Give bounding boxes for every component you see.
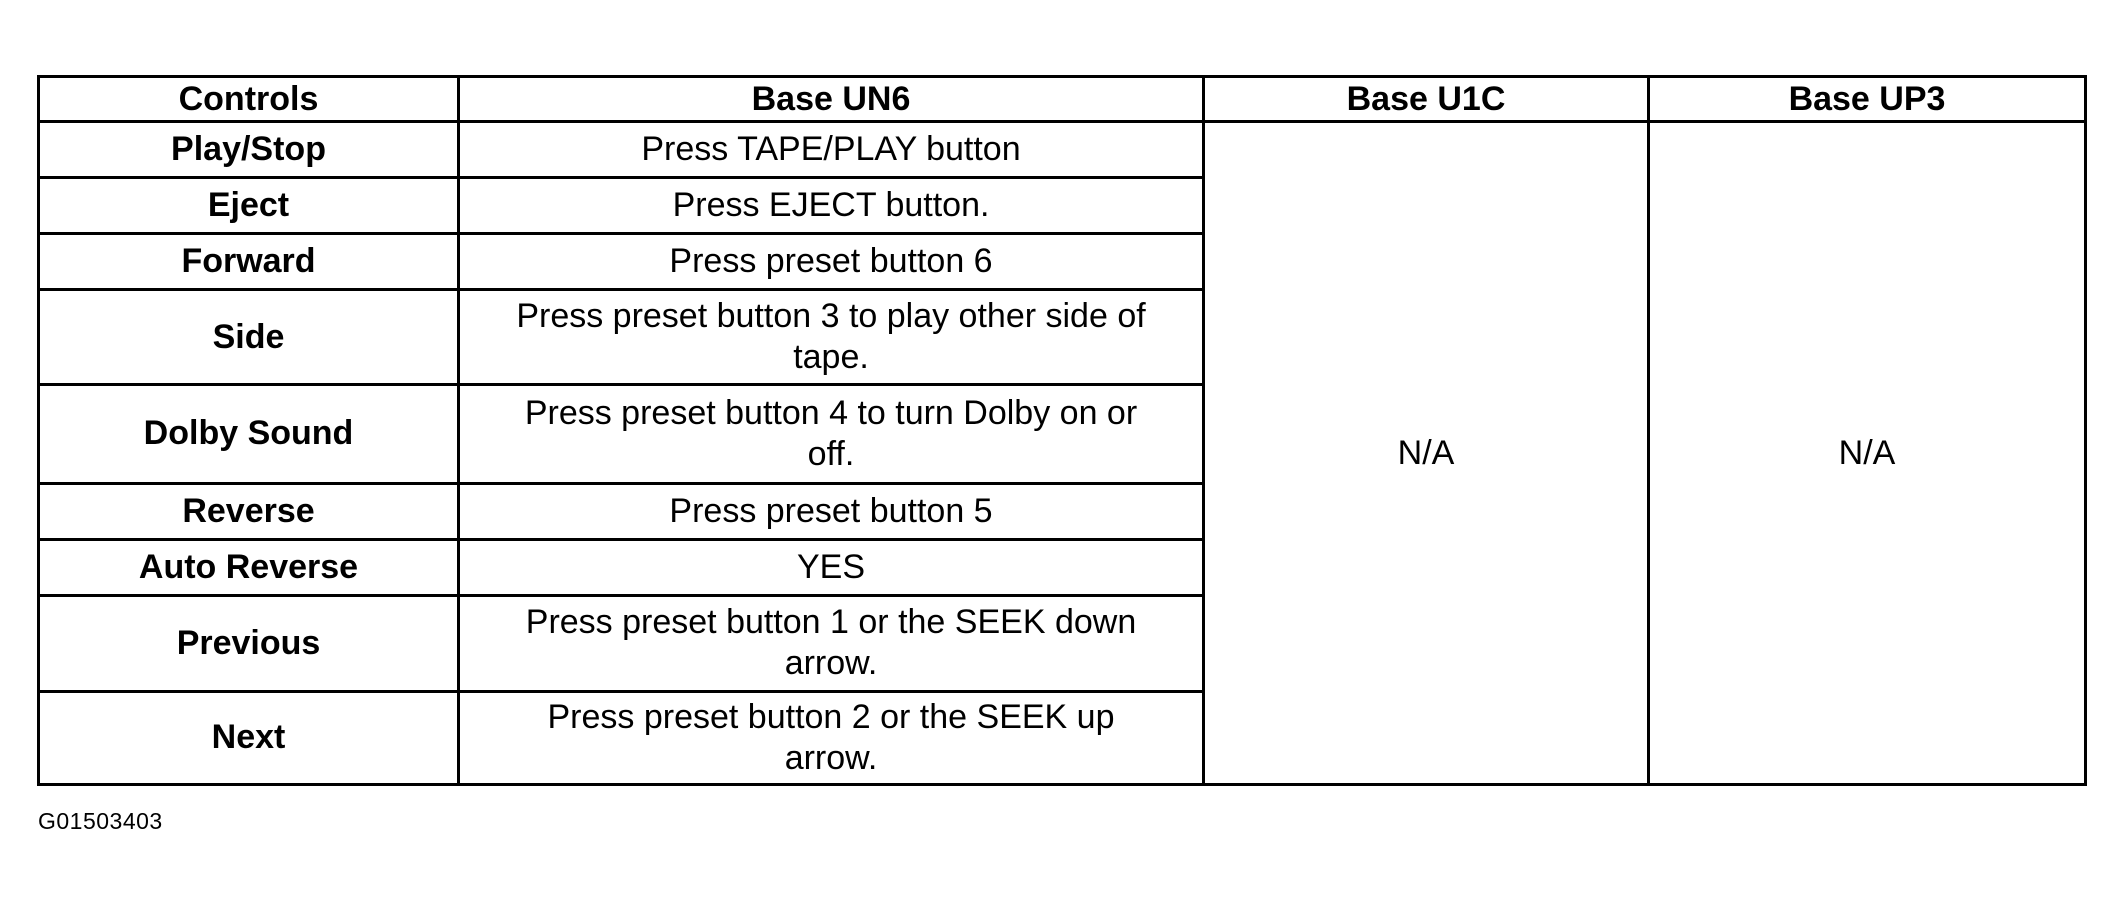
un6-action-text: Press preset button 5 xyxy=(669,491,993,530)
un6-action: Press EJECT button. xyxy=(457,176,1205,236)
un6-action: Press preset button 3 to play other side… xyxy=(457,288,1205,387)
table-row: Auto Reverse YES xyxy=(37,537,2086,597)
control-name: Reverse xyxy=(37,481,460,541)
control-name: Next xyxy=(37,689,460,787)
un6-action: Press preset button 5 xyxy=(457,481,1205,541)
un6-action: Press preset button 4 to turn Dolby on o… xyxy=(457,383,1205,485)
table-row: Dolby Sound Press preset button 4 to tur… xyxy=(37,383,2086,485)
table-row: Reverse Press preset button 5 xyxy=(37,481,2086,541)
un6-action-text: Press TAPE/PLAY button xyxy=(641,130,1021,169)
table-row: Forward Press preset button 6 xyxy=(37,232,2086,292)
radio-controls-table: Controls Base UN6 Base U1C Base UP3 Play… xyxy=(37,75,2087,787)
figure-id: G01503403 xyxy=(38,808,163,834)
un6-action-text: Press preset button 6 xyxy=(669,242,993,281)
control-name: Side xyxy=(37,288,460,387)
control-name: Forward xyxy=(37,232,460,292)
un6-action-text: Press preset button 2 or the SEEK up arr… xyxy=(547,697,1115,777)
header-controls: Controls xyxy=(37,75,460,123)
un6-action: Press TAPE/PLAY button xyxy=(457,119,1205,180)
control-name: Play/Stop xyxy=(37,119,460,180)
table-row: Next Press preset button 2 or the SEEK u… xyxy=(37,689,2086,787)
un6-action: YES xyxy=(457,537,1205,597)
u1c-value: N/A xyxy=(1202,120,1650,786)
un6-action: Press preset button 1 or the SEEK down a… xyxy=(457,593,1205,693)
table-row: Eject Press EJECT button. xyxy=(37,176,2086,236)
control-name: Auto Reverse xyxy=(37,537,460,597)
control-name: Dolby Sound xyxy=(37,383,460,485)
table-header-row: Controls Base UN6 Base U1C Base UP3 xyxy=(37,75,2087,123)
control-name: Previous xyxy=(37,593,460,693)
un6-action-text: YES xyxy=(796,547,866,586)
header-base-up3: Base UP3 xyxy=(1647,75,2087,123)
header-base-u1c: Base U1C xyxy=(1202,75,1650,123)
header-base-un6: Base UN6 xyxy=(457,75,1205,123)
control-name: Eject xyxy=(37,176,460,236)
un6-action-text: Press preset button 3 to play other side… xyxy=(516,297,1146,377)
table-row: Play/Stop Press TAPE/PLAY button N/A N/A xyxy=(37,119,2087,786)
un6-action: Press preset button 2 or the SEEK up arr… xyxy=(457,689,1205,787)
un6-action-text: Press preset button 1 or the SEEK down a… xyxy=(525,603,1137,683)
un6-action-text: Press preset button 4 to turn Dolby on o… xyxy=(524,393,1138,473)
table-row: Previous Press preset button 1 or the SE… xyxy=(37,593,2086,693)
up3-value: N/A xyxy=(1647,120,2087,786)
un6-action: Press preset button 6 xyxy=(457,232,1205,292)
controls-table-wrapper: Controls Base UN6 Base U1C Base UP3 Play… xyxy=(37,75,2087,787)
table-row: Side Press preset button 3 to play other… xyxy=(37,288,2086,387)
un6-action-text: Press EJECT button. xyxy=(672,186,990,225)
